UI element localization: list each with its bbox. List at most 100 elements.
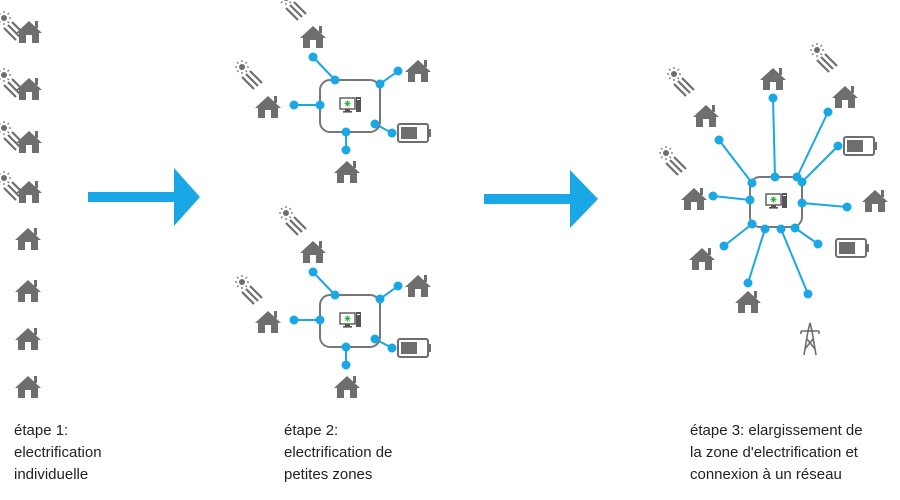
house-icon [334, 376, 360, 398]
connection-dot [790, 223, 800, 233]
connection-dot [341, 145, 351, 155]
connection-dot [776, 224, 786, 234]
connection-dot [714, 135, 724, 145]
connection-dot [341, 342, 351, 352]
caption-step-1-line-3: individuelle [14, 466, 89, 483]
battery-icon [843, 136, 878, 156]
power-pylon-icon [800, 322, 820, 356]
house-icon [255, 96, 281, 118]
connection-line [312, 56, 336, 81]
connection-dot [842, 202, 852, 212]
battery-icon [835, 238, 870, 258]
house-icon [16, 78, 42, 100]
connection-dot [747, 178, 757, 188]
battery-icon [397, 123, 432, 143]
solar-panel-icon [665, 65, 696, 98]
connection-dot [768, 93, 778, 103]
connection-dot [833, 141, 843, 151]
connection-line [780, 228, 809, 295]
connection-line [723, 223, 753, 247]
caption-step-2: étape 2: electrification de petites zone… [284, 420, 392, 486]
arrow-right-icon [88, 168, 200, 226]
connection-dot [330, 290, 340, 300]
connection-lines [294, 56, 848, 365]
solar-panel-icon [233, 58, 264, 91]
battery-icon [397, 338, 432, 358]
connection-dot [797, 198, 807, 208]
connection-dot [708, 191, 718, 201]
house-icon [760, 68, 786, 90]
caption-step-3-line-1: étape 3: elargissement de [690, 422, 863, 439]
caption-step-3: étape 3: elargissement de la zone d'elec… [690, 420, 863, 486]
connection-dot [370, 334, 380, 344]
connection-dot [743, 278, 753, 288]
connection-dot [393, 281, 403, 291]
connection-dot [760, 224, 770, 234]
caption-step-2-line-3: petites zones [284, 466, 373, 483]
connection-line [772, 97, 776, 178]
arrows [88, 168, 598, 228]
solar-panel-icon [277, 204, 308, 237]
connection-dot [823, 107, 833, 117]
connection-dot [813, 239, 823, 249]
house-icon [689, 248, 715, 270]
connection-line [718, 139, 753, 184]
connection-dot [387, 343, 397, 353]
hubs [319, 79, 803, 348]
connection-dot [330, 75, 340, 85]
house-icon [16, 131, 42, 153]
connection-line [747, 228, 766, 284]
solar-panel-icon [277, 0, 308, 22]
house-icon [862, 190, 888, 212]
connection-dot [387, 128, 397, 138]
connection-dot [375, 79, 385, 89]
connection-dots [289, 52, 852, 370]
caption-step-1: étape 1: electrification individuelle [14, 420, 102, 486]
connection-dot [289, 100, 299, 110]
connection-dot [393, 66, 403, 76]
connection-dot [745, 195, 755, 205]
solar-panel-icon [808, 41, 839, 74]
connection-dot [797, 177, 807, 187]
house-icon [693, 105, 719, 127]
house-icon [735, 291, 761, 313]
caption-step-3-line-2: la zone d'electrification et [690, 444, 858, 461]
connection-dot [308, 52, 318, 62]
house-icon [300, 26, 326, 48]
caption-step-2-line-1: étape 2: [284, 422, 339, 439]
connection-dot [719, 241, 729, 251]
connection-dot [341, 127, 351, 137]
house-icon [15, 328, 41, 350]
caption-step-1-line-2: electrification [14, 444, 102, 461]
connection-line [312, 271, 336, 296]
house-icon [15, 376, 41, 398]
solar-panel-icon [233, 273, 264, 306]
house-icon [300, 241, 326, 263]
connection-dot [375, 294, 385, 304]
connection-dot [289, 315, 299, 325]
caption-step-2-line-2: electrification de [284, 444, 393, 461]
connection-line [796, 111, 829, 178]
connection-line [801, 202, 848, 208]
connection-dot [747, 219, 757, 229]
house-icon [255, 311, 281, 333]
connection-dot [315, 315, 325, 325]
connection-line [712, 195, 751, 201]
house-icon [832, 86, 858, 108]
caption-step-3-line-3: connexion à un réseau [690, 466, 842, 483]
arrow-right-icon [484, 170, 598, 228]
connection-dot [770, 172, 780, 182]
connection-dot [308, 267, 318, 277]
house-icon [405, 275, 431, 297]
connection-dot [341, 360, 351, 370]
connection-dot [803, 289, 813, 299]
house-icon [15, 280, 41, 302]
house-icon [405, 60, 431, 82]
house-icon [15, 228, 41, 250]
connection-dot [370, 119, 380, 129]
house-icon [16, 21, 42, 43]
solar-panel-icon [657, 144, 688, 177]
house-icon [16, 181, 42, 203]
connection-line [801, 145, 839, 183]
